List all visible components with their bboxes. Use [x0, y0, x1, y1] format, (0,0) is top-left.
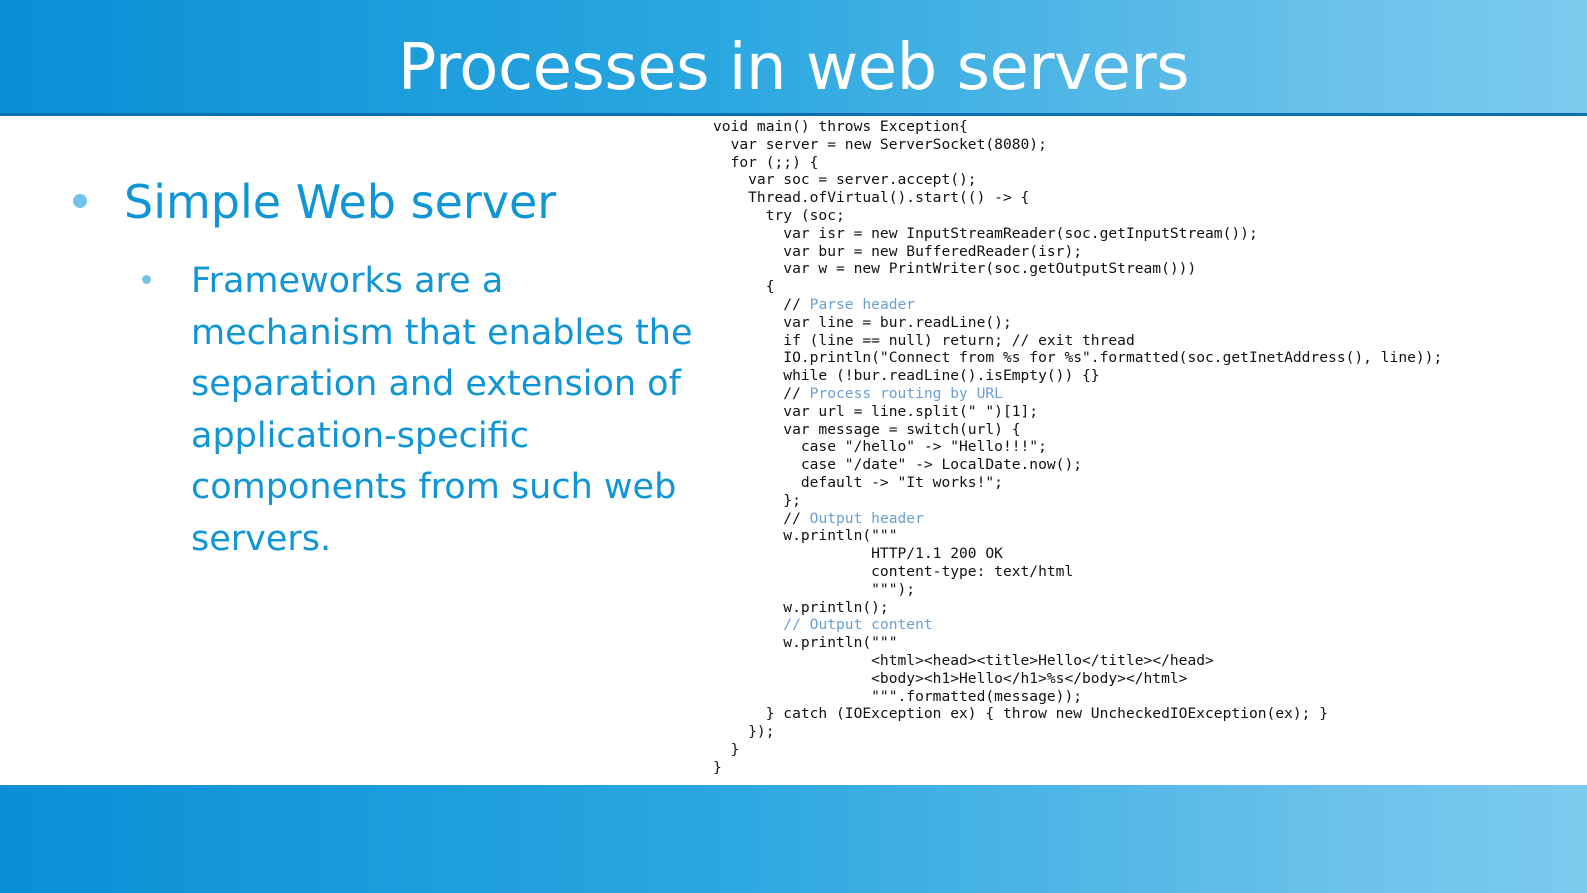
code-text: Thread.ofVirtual().start(() -> {: [713, 189, 1030, 207]
code-line: Thread.ofVirtual().start(() -> {: [713, 189, 1583, 207]
code-line: w.println(""": [713, 527, 1583, 545]
code-text: w.println();: [713, 598, 889, 616]
code-line: }: [713, 759, 1583, 777]
code-comment: Parse header: [809, 295, 916, 313]
code-line: var server = new ServerSocket(8080);: [713, 136, 1583, 154]
code-text: var isr = new InputStreamReader(soc.getI…: [713, 224, 1258, 242]
code-line: var message = switch(url) {: [713, 421, 1583, 439]
code-line: for (;;) {: [713, 154, 1583, 172]
code-line: IO.println("Connect from %s for %s".form…: [713, 349, 1583, 367]
code-line: var w = new PrintWriter(soc.getOutputStr…: [713, 260, 1583, 278]
code-line: var isr = new InputStreamReader(soc.getI…: [713, 225, 1583, 243]
code-text: w.println(""": [713, 634, 898, 652]
code-line: <html><head><title>Hello</title></head>: [713, 652, 1583, 670]
bullet-level1-marker: [73, 194, 87, 208]
bullet-level1-text: Simple Web server: [124, 175, 557, 229]
code-line: void main() throws Exception{: [713, 118, 1583, 136]
code-line: };: [713, 492, 1583, 510]
code-text: };: [713, 491, 801, 509]
code-comment: Output header: [809, 509, 924, 527]
code-line: """);: [713, 581, 1583, 599]
code-line: w.println();: [713, 599, 1583, 617]
code-text: //: [713, 509, 810, 527]
code-line: case "/hello" -> "Hello!!!";: [713, 438, 1583, 456]
code-text: }: [713, 758, 722, 776]
title-divider: [0, 113, 1587, 116]
code-text: content-type: text/html: [713, 562, 1074, 580]
code-text: try (soc;: [713, 206, 845, 224]
code-line: // Parse header: [713, 296, 1583, 314]
code-line: w.println(""": [713, 634, 1583, 652]
code-text: while (!bur.readLine().isEmpty()) {}: [713, 367, 1100, 385]
code-text: """);: [713, 580, 916, 598]
code-text: for (;;) {: [713, 153, 819, 171]
code-text: [713, 616, 783, 633]
code-line: var line = bur.readLine();: [713, 314, 1583, 332]
code-text: default -> "It works!";: [713, 473, 1003, 491]
title-bar: [0, 0, 1587, 114]
code-text: var soc = server.accept();: [713, 171, 977, 189]
code-line: <body><h1>Hello</h1>%s</body></html>: [713, 670, 1583, 688]
code-line: default -> "It works!";: [713, 474, 1583, 492]
code-line: });: [713, 723, 1583, 741]
code-text: <html><head><title>Hello</title></head>: [713, 651, 1214, 669]
code-line: if (line == null) return; // exit thread: [713, 332, 1583, 350]
code-text: var w = new PrintWriter(soc.getOutputStr…: [713, 260, 1197, 278]
code-text: HTTP/1.1 200 OK: [713, 545, 1003, 563]
code-comment: Process routing by URL: [809, 384, 1003, 402]
code-text: void main() throws Exception{: [713, 118, 968, 135]
code-text: var bur = new BufferedReader(isr);: [713, 242, 1083, 260]
footer-bar: [0, 785, 1587, 893]
code-comment: // Output content: [783, 616, 933, 634]
code-line: var url = line.split(" ")[1];: [713, 403, 1583, 421]
code-text: }: [713, 740, 740, 758]
code-text: {: [713, 278, 775, 296]
code-text: var server = new ServerSocket(8080);: [713, 135, 1047, 153]
code-line: """.formatted(message));: [713, 688, 1583, 706]
code-text: //: [713, 384, 810, 402]
code-line: try (soc;: [713, 207, 1583, 225]
code-text: var url = line.split(" ")[1];: [713, 402, 1039, 420]
code-block: void main() throws Exception{ var server…: [713, 118, 1583, 776]
code-text: var message = switch(url) {: [713, 420, 1021, 438]
code-text: case "/date" -> LocalDate.now();: [713, 456, 1083, 474]
code-text: case "/hello" -> "Hello!!!";: [713, 438, 1047, 456]
code-text: if (line == null) return; // exit thread: [713, 331, 1135, 349]
code-line: var soc = server.accept();: [713, 171, 1583, 189]
code-text: });: [713, 723, 775, 741]
code-line: // Output header: [713, 510, 1583, 528]
code-text: w.println(""": [713, 527, 898, 545]
code-text: """.formatted(message));: [713, 687, 1083, 705]
code-line: case "/date" -> LocalDate.now();: [713, 456, 1583, 474]
code-line: } catch (IOException ex) { throw new Unc…: [713, 705, 1583, 723]
code-line: // Process routing by URL: [713, 385, 1583, 403]
slide-title: Processes in web servers: [397, 31, 1190, 105]
code-line: content-type: text/html: [713, 563, 1583, 581]
bullet-level2-marker: [142, 275, 151, 284]
code-line: {: [713, 278, 1583, 296]
bullet-level2-text: Frameworks are a mechanism that enables …: [191, 261, 693, 559]
code-line: }: [713, 741, 1583, 759]
code-line: // Output content: [713, 616, 1583, 634]
code-text: var line = bur.readLine();: [713, 313, 1012, 331]
code-text: <body><h1>Hello</h1>%s</body></html>: [713, 669, 1188, 687]
code-text: IO.println("Connect from %s for %s".form…: [713, 349, 1443, 367]
code-line: while (!bur.readLine().isEmpty()) {}: [713, 367, 1583, 385]
code-line: var bur = new BufferedReader(isr);: [713, 243, 1583, 261]
code-line: HTTP/1.1 200 OK: [713, 545, 1583, 563]
code-text: } catch (IOException ex) { throw new Unc…: [713, 705, 1329, 723]
code-text: //: [713, 295, 810, 313]
